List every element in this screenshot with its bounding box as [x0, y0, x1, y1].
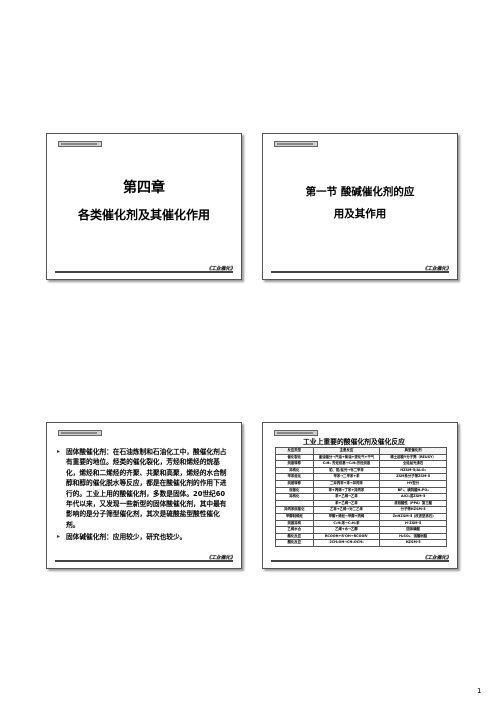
reaction-table: 反应类型 主要反应 典型催化剂 催化裂化重油馏分→汽油+柴油+液化气+干气稀土超…	[275, 447, 447, 547]
table-cell: C₂H₅苯→C₂H₅苯	[312, 519, 381, 528]
slide-section-title: 第一节 酸碱催化剂的应 用及其作用 《工业催化》	[262, 133, 458, 280]
table-cell: 乙苯+乙烯→对二乙苯	[312, 506, 381, 514]
slide-acid-catalyst-table: 工业上重要的酸催化剂及催化反应 反应类型 主要反应 典型催化剂 催化裂化重油馏分…	[262, 422, 458, 569]
column-header: 典型催化剂	[379, 447, 447, 455]
slide-bottom-rule	[271, 560, 449, 562]
slide-chapter-title: 第四章 各类催化剂及其催化作用 《工业催化》	[46, 133, 242, 280]
section-title-line1: 第一节 酸碱催化剂的应	[305, 186, 415, 198]
table-cell: 苯+乙烯→乙苯	[312, 499, 381, 508]
table-cell: 甲醇制烯烃	[275, 512, 314, 521]
page-number: 1	[477, 687, 482, 695]
bullet-list: 固体酸催化剂：在石油炼制和石油化工中，酸催化剂占有重要的地位。烃类的催化裂化，芳…	[57, 447, 229, 545]
table-cell: 稀土超稳Y分子筛（REUSY）	[379, 453, 447, 462]
table-cell: H₂SO₄、强酸树脂	[379, 532, 447, 541]
table-row: 催化裂化重油馏分→汽油+柴油+液化气+干气稀土超稳Y分子筛（REUSY）	[275, 453, 447, 462]
table-cell: 烷基化	[275, 486, 314, 495]
chapter-subtitle: 各类催化剂及其催化作用	[77, 208, 210, 222]
table-cell: 铂、铂/丝光→邻二甲苯	[312, 466, 381, 475]
table-row: 异丙苯烷基化乙苯+乙烯→对二乙苯分子筛HZSM-5	[275, 506, 447, 514]
column-header: 反应类型	[275, 447, 314, 455]
table-cell: 异构化	[275, 466, 314, 475]
table-cell: 酯化反应	[275, 532, 314, 541]
table-cell: 醚化反应	[275, 539, 314, 547]
chapter-title: 第四章	[123, 180, 165, 196]
table-cell: 二异丙苯+苯→异丙苯	[312, 479, 381, 488]
table-cell: RCOOH+R'OH→RCOOR'	[312, 532, 381, 541]
table-cell: 分子筛HZSM-5	[379, 506, 447, 514]
table-row: 乙烯水合乙烯+水→乙醇固体磷酸	[275, 526, 447, 534]
course-logo: 《工业催化》	[422, 555, 451, 561]
section-title-line2: 用及其作用	[333, 208, 387, 220]
table-cell: 异构化	[275, 493, 314, 501]
table-cell: 固体磷酸	[379, 526, 447, 534]
table-cell: 乙烯+水→乙醇	[312, 526, 381, 534]
table-cell: 2CH₃OH→CH₃OCH₃	[312, 539, 381, 547]
table-cell: 烷基转移	[275, 460, 314, 468]
table-cell: ZnHZSM-5 (改进型沸石)	[379, 512, 447, 521]
table-cell: 重油馏分→汽油+柴油+液化气+干气	[312, 453, 381, 462]
table-cell	[275, 499, 314, 508]
table-cell: 乙烯水合	[275, 526, 314, 534]
table-cell: 苯+丙烯→丁苯+异丙苯	[312, 486, 381, 495]
table-cell: AlCl₃或ZSM-5	[379, 493, 447, 501]
table-cell: BF₃、磷钨酸H₃PO₄	[379, 486, 447, 495]
slide-tab-decoration	[274, 141, 318, 147]
table-cell: 甲苯→二甲苯+苯	[312, 473, 381, 481]
course-logo: 《工业催化》	[422, 266, 451, 272]
table-cell: 烷基转移	[275, 479, 314, 488]
table-cell: HY型分	[379, 479, 447, 488]
table-cell: 全硅丝光沸石	[379, 460, 447, 468]
table-cell: C₂H₅ 芳烃烷基→C₂H₅芳烃烷基	[312, 460, 381, 468]
column-header: 主要反应	[312, 447, 381, 455]
table-title: 工业上重要的酸催化剂及催化反应	[303, 438, 405, 446]
table-cell: 催化裂化	[275, 453, 314, 462]
table-header-row: 反应类型 主要反应 典型催化剂	[275, 447, 447, 455]
course-logo: 《工业催化》	[206, 555, 235, 561]
bullet-solid-base: 固体碱催化剂：应用较少，研究也较少。	[57, 532, 229, 543]
slide-tab-decoration	[58, 430, 102, 436]
table-cell: 液相酸性（PPA）第三酸	[379, 499, 447, 508]
table-cell: HZSM-5	[379, 539, 447, 547]
slide-tab-decoration	[58, 141, 102, 147]
bullet-solid-acid: 固体酸催化剂：在石油炼制和石油化工中，酸催化剂占有重要的地位。烃类的催化裂化，芳…	[57, 447, 229, 530]
slide-solid-acid-text: 固体酸催化剂：在石油炼制和石油化工中，酸催化剂占有重要的地位。烃类的催化裂化，芳…	[46, 422, 242, 569]
table-cell: 甲醇+烯烃→甲醇+丙烯	[312, 512, 381, 521]
table-cell: 异丙苯烷基化	[275, 506, 314, 514]
slide-bottom-rule	[55, 560, 233, 562]
slide-bottom-rule	[55, 271, 233, 273]
table-cell: 苯+乙烯→乙苯	[312, 493, 381, 501]
slide-tab-decoration	[274, 430, 318, 436]
table-cell: H-ZSM-5	[379, 519, 447, 528]
table-cell: HZSM-5/Al₂O₃	[379, 466, 447, 475]
table-cell: 甲苯歧化	[275, 473, 314, 481]
slide-bottom-rule	[271, 271, 449, 273]
table-body: 催化裂化重油馏分→汽油+柴油+液化气+干气稀土超稳Y分子筛（REUSY）烷基转移…	[275, 453, 447, 547]
course-logo: 《工业催化》	[206, 266, 235, 272]
table-row: 苯+乙烯→乙苯液相酸性（PPA）第三酸	[275, 499, 447, 508]
table-cell: 烷基异构	[275, 519, 314, 528]
table-cell: ZSM系分子筛ZSM-5	[379, 473, 447, 481]
